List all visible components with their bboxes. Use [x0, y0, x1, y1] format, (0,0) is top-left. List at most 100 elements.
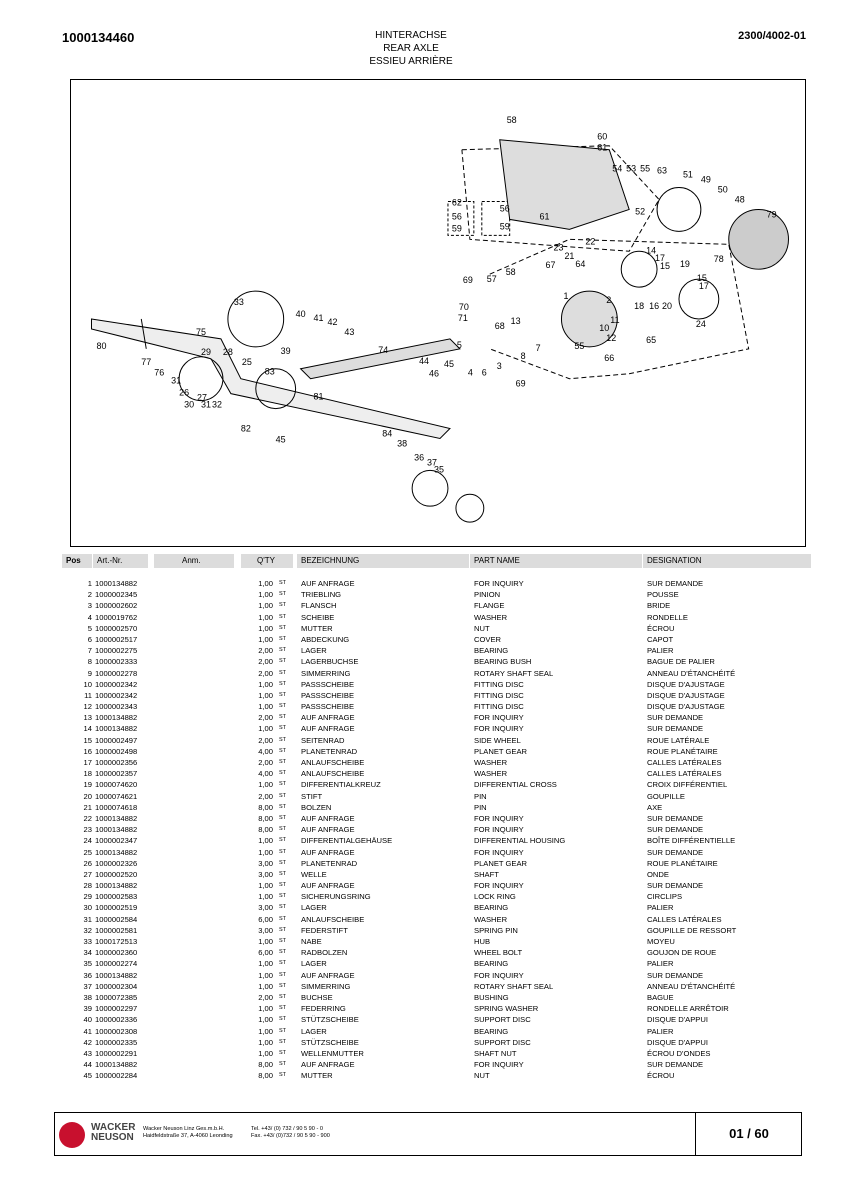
row-name-de: AUF ANFRAGE [301, 713, 355, 723]
row-unit: ST [279, 803, 287, 810]
row-name-de: FLANSCH [301, 601, 337, 611]
row-quantity: 1,00 [258, 702, 273, 712]
row-quantity: 2,00 [258, 668, 273, 678]
row-article-number: 1000002357 [95, 769, 138, 779]
row-name-en: SHAFT NUT [474, 1048, 517, 1058]
row-article-number: 1000002581 [95, 925, 138, 935]
row-name-de: AUF ANFRAGE [301, 825, 355, 835]
callout-label: 45 [276, 434, 286, 444]
row-name-en: SPRING WASHER [474, 1004, 539, 1014]
callout-label: 32 [212, 400, 222, 410]
row-name-fr: SUR DEMANDE [647, 825, 704, 835]
row-article-number: 1000002345 [95, 590, 138, 600]
row-unit: ST [279, 993, 287, 1000]
callout-label: 23 [554, 242, 564, 252]
row-name-de: AUF ANFRAGE [301, 1060, 355, 1070]
callout-label: 57 [487, 274, 497, 284]
row-quantity: 1,00 [258, 981, 273, 991]
row-unit: ST [279, 759, 287, 765]
callout-label: 53 [626, 164, 636, 174]
row-article-number: 1000002498 [95, 746, 138, 756]
differential-outline [489, 238, 750, 380]
callout-label: 3 [497, 361, 502, 371]
callout-label: 14 [646, 245, 656, 255]
row-pos: 34 [83, 948, 92, 958]
left-planet-gear-set [178, 356, 224, 402]
row-unit: ST [279, 859, 287, 866]
row-name-en: SUPPORT DISC [474, 1015, 531, 1025]
row-pos: 19 [83, 780, 92, 790]
row-article-number: 1000002602 [95, 601, 138, 611]
row-quantity: 1,00 [258, 724, 273, 734]
row-unit: ST [279, 982, 287, 989]
row-quantity: 4,00 [258, 746, 273, 756]
callout-label: 77 [141, 357, 151, 367]
lower-bearing [411, 469, 449, 507]
row-unit: ST [279, 725, 287, 732]
row-name-fr: CALLES LATÉRALES [647, 758, 722, 767]
row-quantity: 3,00 [258, 858, 273, 868]
row-unit: ST [279, 781, 287, 788]
callout-label: 36 [414, 452, 424, 462]
logo-text: WACKER NEUSON [91, 1123, 135, 1143]
row-unit: ST [279, 691, 287, 698]
callout-label: 51 [683, 170, 693, 180]
col-pos: Pos [62, 554, 92, 568]
row-article-number: 1000134882 [95, 724, 138, 734]
callout-label: 37 [427, 457, 437, 467]
callout-label: 13 [511, 316, 521, 326]
row-article-number: 1000002278 [95, 668, 138, 678]
row-unit: ST [279, 703, 287, 710]
row-quantity: 1,00 [258, 1037, 273, 1047]
wacker-neuson-logo-icon [59, 1122, 85, 1148]
callout-label: 17 [655, 253, 665, 263]
row-name-de: SIMMERRING [301, 668, 351, 678]
col-fr: DESIGNATION [643, 554, 811, 568]
row-article-number: 1000002335 [95, 1037, 138, 1047]
callout-label: 69 [463, 275, 473, 285]
row-unit: ST [279, 893, 287, 900]
row-name-en: WHEEL BOLT [474, 948, 523, 958]
row-unit: ST [279, 915, 287, 922]
row-pos: 7 [87, 646, 92, 656]
row-pos: 41 [83, 1026, 92, 1036]
detail-box-left [447, 200, 475, 236]
row-unit: ST [279, 747, 287, 754]
row-quantity: 2,00 [258, 992, 273, 1002]
row-quantity: 1,00 [258, 579, 273, 588]
page-title: HINTERACHSE REAR AXLE ESSIEU ARRIÈRE [311, 29, 511, 68]
row-unit: ST [279, 1049, 287, 1056]
row-unit: ST [279, 1005, 287, 1012]
row-name-fr: PALIER [647, 646, 674, 656]
callout-label: 41 [314, 313, 324, 323]
row-name-en: DIFFERENTIAL HOUSING [474, 836, 566, 846]
row-unit: ST [279, 680, 287, 687]
row-name-fr: PALIER [647, 1026, 674, 1036]
row-name-en: SUPPORT DISC [474, 1037, 531, 1047]
row-pos: 22 [83, 813, 92, 823]
callout-label: 4 [468, 368, 473, 378]
callout-label: 49 [701, 175, 711, 185]
row-quantity: 8,00 [258, 1071, 273, 1081]
callout-label: 76 [154, 368, 164, 378]
row-name-en: WASHER [474, 612, 508, 622]
row-name-de: AUF ANFRAGE [301, 847, 355, 857]
callout-label: 78 [714, 254, 724, 264]
row-pos: 31 [83, 914, 92, 924]
col-anm: Anm. [154, 554, 234, 568]
row-quantity: 1,00 [258, 690, 273, 700]
row-name-de: PASSSCHEIBE [301, 690, 355, 700]
row-name-fr: AXE [647, 802, 663, 812]
contact-info: Tel. +43/ (0) 732 / 90 5 90 - 0 Fax. +43… [251, 1126, 330, 1140]
row-name-en: NUT [474, 1071, 490, 1081]
row-pos: 17 [83, 758, 92, 767]
row-pos: 29 [83, 892, 92, 902]
row-name-en: FOR INQUIRY [474, 579, 524, 588]
row-unit: ST [279, 926, 287, 933]
